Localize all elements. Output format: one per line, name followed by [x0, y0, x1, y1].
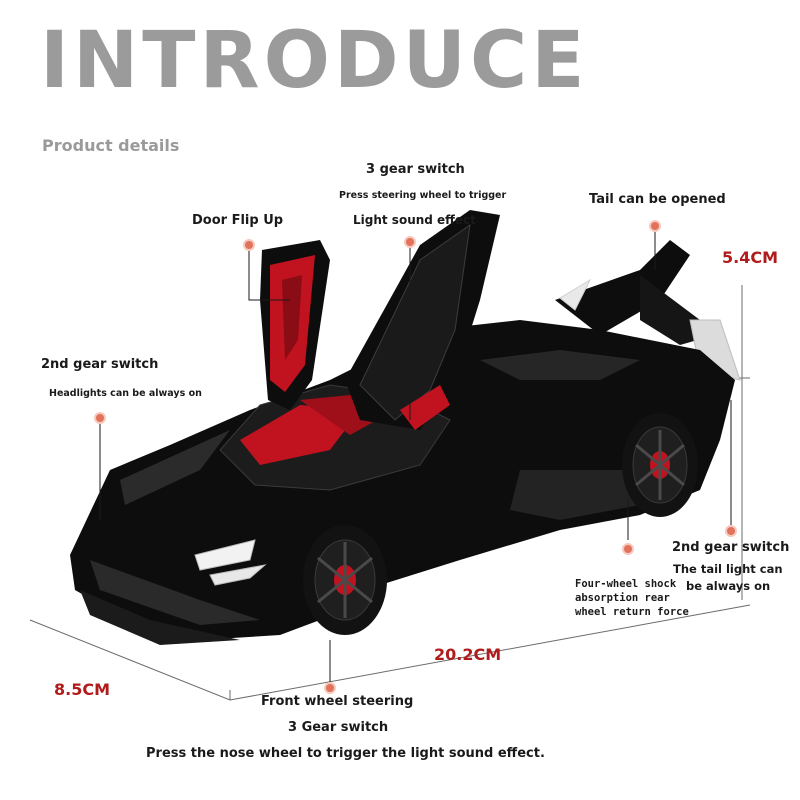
- page-subtitle: Product details: [42, 136, 180, 155]
- gear3-top-dot: [406, 238, 414, 246]
- rear-wheel: [622, 413, 698, 517]
- front-wheel-label: Front wheel steering: [261, 694, 414, 709]
- shock-dot: [624, 545, 632, 553]
- tail-dot: [651, 222, 659, 230]
- gear2-left-sub: Headlights can be always on: [49, 388, 202, 399]
- gear2-right-title: 2nd gear switch: [672, 540, 790, 555]
- length-dimension: 20.2CM: [434, 645, 502, 664]
- nose-note: Press the nose wheel to trigger the ligh…: [146, 746, 545, 761]
- page-title: INTRODUCE: [40, 16, 589, 106]
- callout-lines: [99, 228, 732, 690]
- shock-line-3: wheel return force: [575, 606, 689, 618]
- car-body: [70, 320, 735, 645]
- door-label: Door Flip Up: [192, 213, 284, 228]
- gear3-top-sub2: Light sound effect: [353, 213, 476, 227]
- left-door: [260, 240, 330, 410]
- shock-line-1: Four-wheel shock: [575, 578, 677, 590]
- gear2-right-dot: [727, 527, 735, 535]
- gear3-top-sub: Press steering wheel to trigger: [339, 190, 507, 201]
- front-wheel-dot: [326, 684, 334, 692]
- front-wheel: [303, 525, 387, 635]
- gear2-left-title: 2nd gear switch: [41, 357, 159, 372]
- tail-open-label: Tail can be opened: [589, 192, 726, 207]
- door-leader: [248, 245, 290, 301]
- right-door: [345, 210, 500, 430]
- dimension-guides: [29, 285, 751, 701]
- gear2-right-sub2: be always on: [686, 579, 771, 593]
- width-dimension: 8.5CM: [54, 680, 111, 699]
- gear3-bottom-label: 3 Gear switch: [288, 720, 389, 735]
- gear2-right-sub1: The tail light can: [673, 562, 783, 576]
- height-dimension: 5.4CM: [722, 248, 779, 267]
- gear3-top-title: 3 gear switch: [366, 162, 465, 177]
- shock-line-2: absorption rear: [575, 592, 670, 604]
- door-dot: [245, 241, 253, 249]
- gear2-left-dot: [96, 414, 104, 422]
